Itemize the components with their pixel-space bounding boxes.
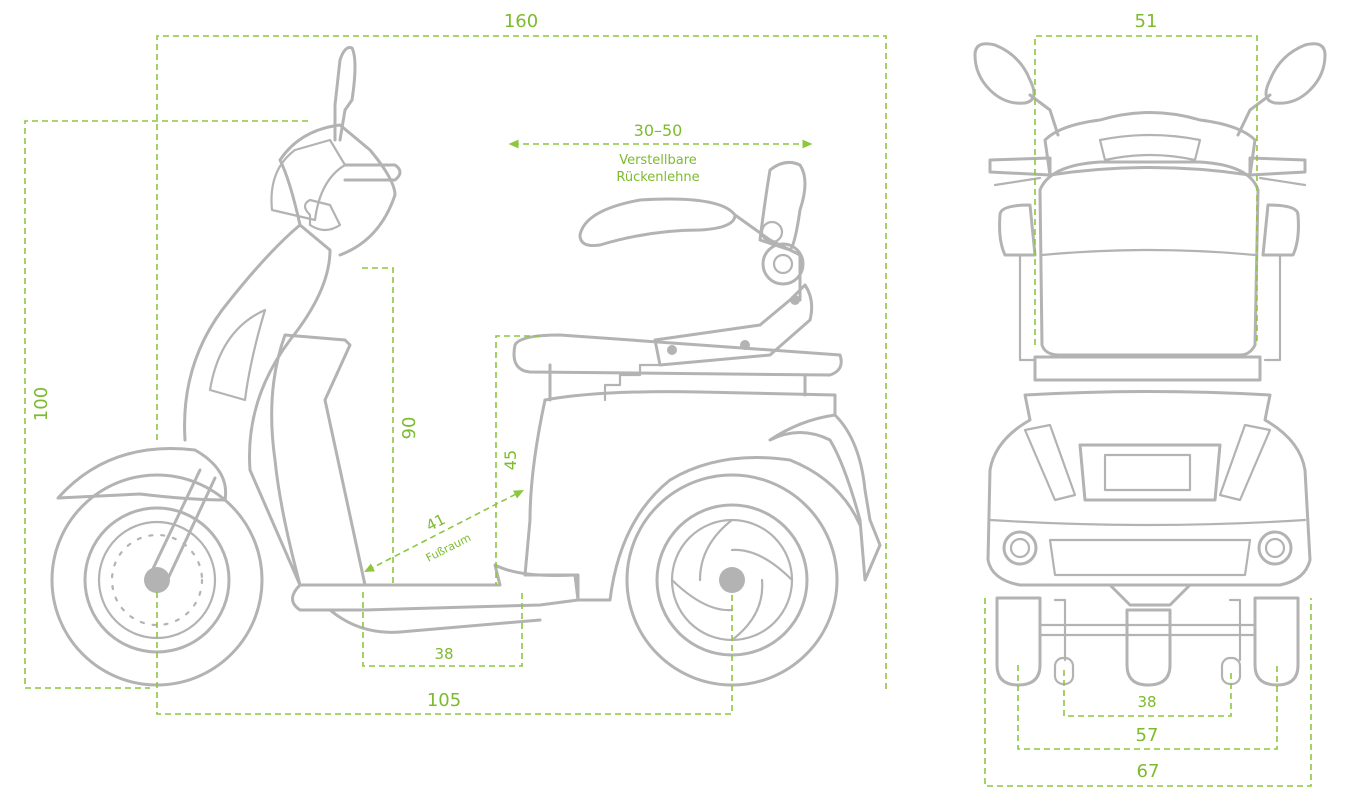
front-cowl (1043, 111, 1257, 177)
handle-grip (343, 163, 402, 182)
seat-cushion (1033, 355, 1262, 382)
backrest-bracket (653, 283, 814, 367)
footwell-label: Fußraum (424, 531, 473, 565)
length-dimension-line (156, 35, 887, 690)
rear-left-wheel (995, 596, 1042, 687)
height-dimension-line (24, 120, 308, 689)
seat-height-label: 45 (501, 450, 520, 470)
rear-wheel (625, 473, 839, 687)
front-view-scooter (973, 42, 1327, 687)
backrest-label-line2: Rückenlehne (616, 170, 699, 185)
rear-body-front (986, 390, 1312, 587)
right-reflector (1257, 530, 1293, 566)
right-mirror (1264, 42, 1327, 105)
height-label: 100 (31, 387, 52, 421)
inner-track-label: 38 (1137, 693, 1156, 711)
seat (512, 333, 843, 377)
backrest-label-line1: Verstellbare (619, 153, 697, 168)
footboard-length-label: 38 (434, 645, 453, 663)
total-width-line (984, 598, 1312, 787)
length-label: 160 (504, 11, 538, 32)
footboard-length-line (362, 592, 523, 667)
footboard (291, 563, 580, 612)
front-wheel-front (1125, 608, 1172, 687)
handlebar-height-line (362, 267, 394, 585)
rear-track-label: 57 (1136, 725, 1159, 746)
handlebar-height-label: 90 (399, 417, 420, 440)
mirror (333, 46, 357, 142)
seat-back (1038, 160, 1260, 357)
wheelbase-line (156, 592, 733, 715)
inner-track-line (1063, 670, 1232, 717)
shield-vent (208, 308, 267, 402)
headlight-cowl (278, 123, 397, 257)
left-mirror (973, 42, 1036, 105)
left-grip (988, 156, 1052, 177)
rear-hub (719, 567, 745, 593)
side-dimensions: 160 100 90 45 41 Fußraum 30–50 Verstellb… (24, 11, 887, 715)
leg-shield (183, 223, 367, 587)
front-width-label: 51 (1135, 11, 1158, 32)
left-reflector (1002, 530, 1038, 566)
footwell-diagonal-line (364, 489, 524, 573)
rear-right-wheel (1253, 596, 1300, 687)
front-mudguard (56, 447, 228, 502)
total-width-label: 67 (1137, 761, 1160, 782)
wheelbase-label: 105 (427, 690, 461, 711)
backrest (758, 160, 807, 252)
rear-body (543, 390, 882, 582)
front-dimensions: 51 38 57 67 (984, 11, 1312, 787)
armrest (578, 197, 737, 247)
front-width-line (1034, 35, 1258, 345)
rear-track-line (1017, 665, 1278, 750)
front-fork (148, 468, 217, 587)
license-plate-recess (1078, 443, 1222, 502)
backrest-adjust-label: 30–50 (634, 121, 683, 140)
side-view-scooter (50, 46, 882, 687)
right-grip (1248, 156, 1307, 177)
